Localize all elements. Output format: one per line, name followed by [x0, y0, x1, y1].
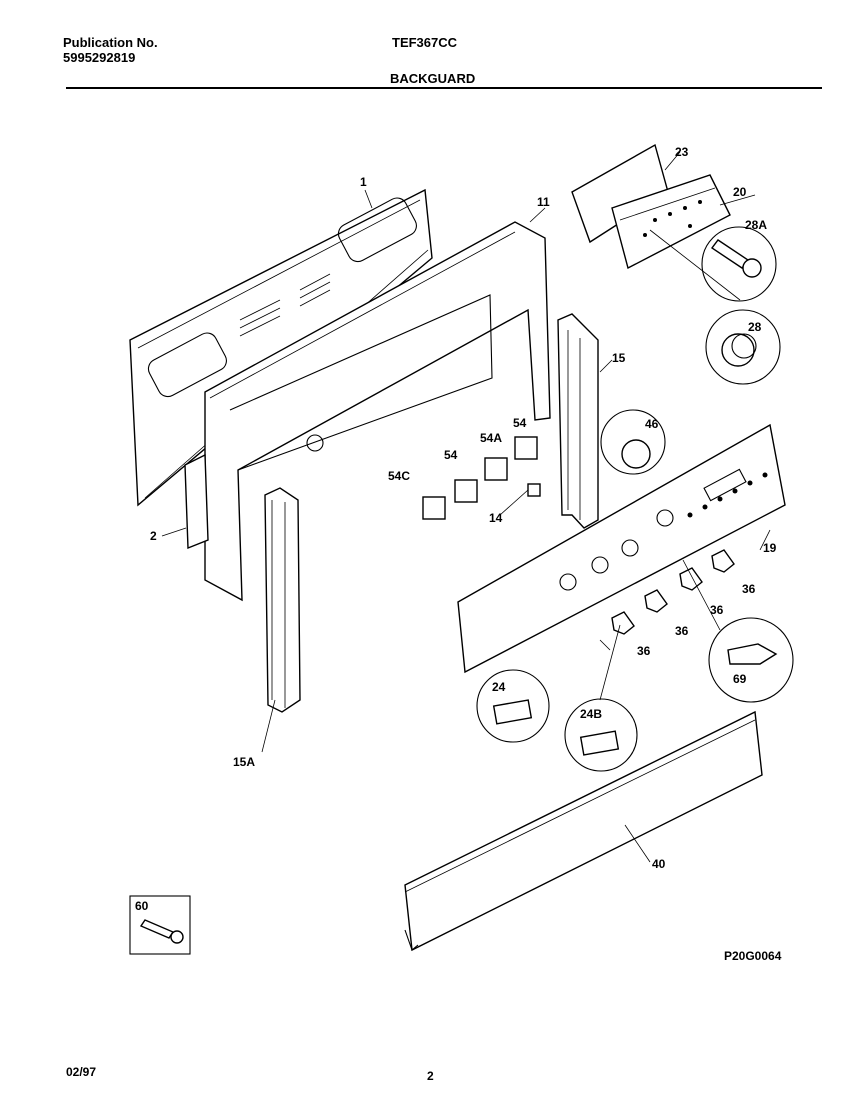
- callout-19: 19: [763, 541, 777, 555]
- side-trim-left: [264, 487, 301, 713]
- callout-23: 23: [675, 145, 689, 159]
- model-number: TEF367CC: [392, 35, 458, 50]
- relays: [422, 436, 541, 520]
- callout-2: 2: [150, 529, 157, 543]
- publication-number: 5995292819: [63, 50, 136, 65]
- callout-54A: 54A: [480, 431, 502, 445]
- leader-lines: [161, 151, 771, 863]
- callout-36-d: 36: [637, 644, 651, 658]
- callout-40: 40: [652, 857, 666, 871]
- figure-code: P20G0064: [724, 949, 782, 963]
- publication-label: Publication No.: [63, 35, 158, 50]
- footer-date: 02/97: [66, 1065, 97, 1079]
- callout-36-c: 36: [675, 624, 689, 638]
- callout-28a: 28A: [745, 218, 767, 232]
- trim-strip: [404, 710, 763, 952]
- callout-36-a: 36: [742, 582, 756, 596]
- control-panel: [457, 423, 786, 674]
- callout-15: 15: [612, 351, 626, 365]
- page-number: 2: [427, 1069, 434, 1083]
- side-bracket-left: [184, 453, 209, 550]
- callout-24b: 24B: [580, 707, 602, 721]
- callout-14: 14: [489, 511, 503, 525]
- callout-60: 60: [135, 899, 149, 913]
- callout-28: 28: [748, 320, 762, 334]
- callout-20: 20: [733, 185, 747, 199]
- callout-54-mid: 54: [444, 448, 458, 462]
- backguard-frame: [204, 221, 551, 602]
- electronic-control: [571, 143, 731, 270]
- callout-15a: 15A: [233, 755, 255, 769]
- part-60-inset: [129, 895, 191, 955]
- side-trim-right: [557, 313, 599, 529]
- detail-bubbles: [476, 226, 794, 772]
- callout-46: 46: [645, 417, 659, 431]
- callout-36-b: 36: [710, 603, 724, 617]
- callout-69: 69: [733, 672, 747, 686]
- callout-1: 1: [360, 175, 367, 189]
- callout-11: 11: [537, 195, 550, 209]
- callout-24: 24: [492, 680, 506, 694]
- section-title: BACKGUARD: [390, 71, 476, 86]
- callout-54-top: 54: [513, 416, 527, 430]
- header-rule: [66, 87, 822, 89]
- knobs: [611, 549, 735, 635]
- callout-54C: 54C: [388, 469, 410, 483]
